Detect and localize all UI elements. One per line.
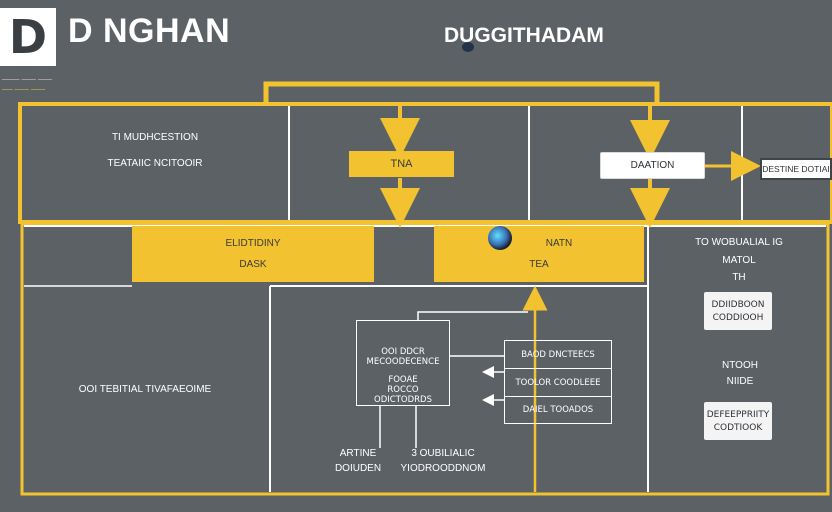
top-bracket [263, 81, 660, 104]
top-center-node[interactable]: TNA [349, 151, 454, 177]
left-yellow-node[interactable]: ELIDTIDINY DASK [132, 226, 374, 282]
right-panel-label-1: TO WOBUALIAL IG [695, 237, 783, 248]
right-chip-1-line1: DDIIDBOON [711, 299, 765, 310]
bottom-left-label: OOI TEBITIAL TIVAFAEOIME [78, 384, 212, 395]
caption-left-line1: ARTINE [339, 448, 377, 459]
right-chip-2[interactable]: DEFEEPPRIITY CODTIOOK [704, 402, 772, 440]
stack-node-line1: OOI DDCR [381, 347, 425, 357]
right-mid-label-2: NIIDE [726, 376, 754, 387]
top-center-node-label: TNA [390, 158, 413, 170]
list-item[interactable]: DAIEL TOOADOS [505, 397, 611, 423]
center-yellow-node[interactable]: NATN TEA [434, 226, 644, 282]
right-chip-1[interactable]: DDIIDBOON CODDIOOH [704, 292, 772, 330]
caption-right-line1: 3 OUBILIALIC [411, 448, 475, 459]
top-band-frame [18, 102, 832, 224]
center-yellow-node-line2: TEA [529, 259, 549, 270]
right-mid-label-1: NTOOH [722, 360, 758, 371]
list-item[interactable]: BAOD DNCTEECS [505, 341, 611, 369]
brand-subtitle-line2: ___ ____ ____ [2, 82, 45, 90]
caption-right-line2: YIODROODDNOM [400, 463, 486, 474]
right-chip-2-line2: CODTIOOK [713, 422, 763, 433]
far-right-node[interactable]: DESTINE DOTIAI [760, 158, 832, 180]
stack-node-line2: MECOODECENCE [366, 357, 440, 367]
brand-subtitle-line1: _____ ____ ____ [2, 72, 52, 80]
left-yellow-node-line1: ELIDTIDINY [225, 238, 281, 249]
center-yellow-node-line1: NATN [545, 238, 573, 249]
brand-title: D NGHAN [68, 12, 231, 50]
top-right-node[interactable]: DAATION [600, 152, 705, 179]
left-yellow-node-line2: DASK [239, 259, 267, 270]
right-panel-label-3: TH [732, 272, 746, 283]
top-left-label-2: TEATAIIC NCITOOIR [107, 158, 203, 169]
list-item[interactable]: TOOLOR COODLEEE [505, 369, 611, 397]
far-right-node-label: DESTINE DOTIAI [762, 164, 830, 174]
top-left-label-1: TI MUDHCESTION [111, 132, 199, 143]
diagram-title: DUGGITHADAM [444, 24, 604, 47]
right-chip-1-line2: CODDIOOH [712, 312, 764, 323]
list-item-label: TOOLOR COODLEEE [515, 377, 601, 388]
stack-node-line3: FOOAE [388, 375, 418, 385]
stack-node-line5: ODICTODRDS [374, 395, 432, 405]
list-node[interactable]: BAOD DNCTEECS TOOLOR COODLEEE DAIEL TOOA… [504, 340, 612, 424]
top-right-node-label: DAATION [630, 160, 675, 171]
right-panel-label-2: MATOL [722, 255, 756, 266]
logo: D [0, 8, 56, 66]
list-item-label: BAOD DNCTEECS [521, 349, 595, 360]
lower-frame [20, 222, 830, 496]
lens-icon [488, 226, 512, 250]
stack-node[interactable]: OOI DDCR MECOODECENCE FOOAE ROCCO ODICTO… [356, 320, 450, 406]
title-dot-icon [462, 42, 474, 52]
right-chip-2-line1: DEFEEPPRIITY [706, 409, 770, 420]
list-item-label: DAIEL TOOADOS [522, 405, 594, 415]
stack-node-line4: ROCCO [387, 385, 419, 395]
caption-left-line2: DOIUDEN [334, 463, 382, 474]
